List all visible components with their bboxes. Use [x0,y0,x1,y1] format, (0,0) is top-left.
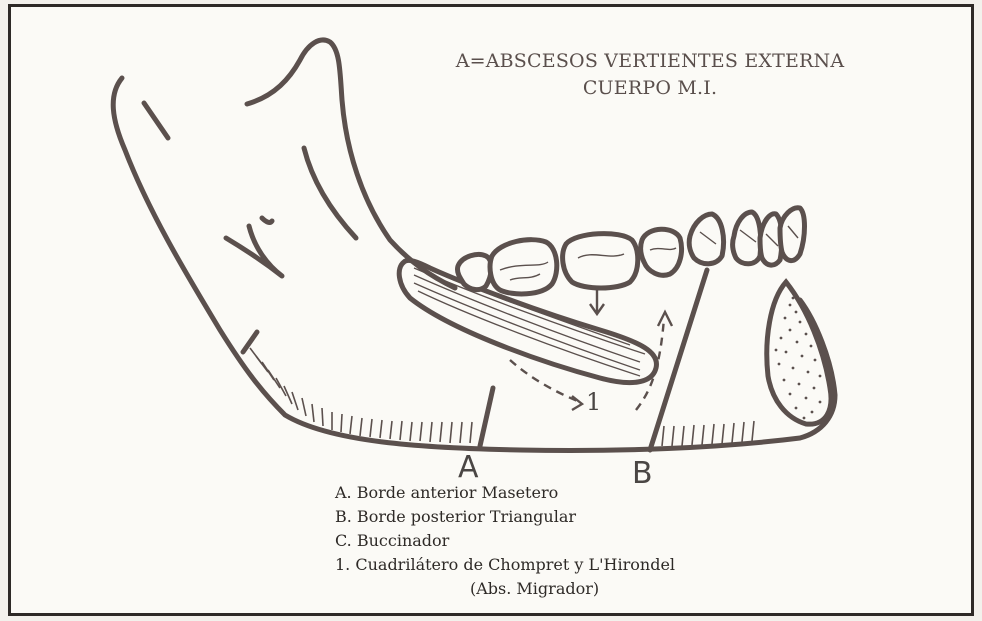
legend-item-1: 1. Cuadrilátero de Chompret y L'Hirondel [335,553,675,577]
triangular-border-line [650,270,707,450]
legend-item-1-note: (Abs. Migrador) [335,577,675,601]
marker-a: A [458,450,479,485]
molar-1 [563,234,638,288]
incisor-1 [780,208,805,261]
premolar-1 [689,214,723,264]
marker-1: 1 [586,388,601,416]
premolar-2 [641,229,682,275]
masseter-border-line [480,388,493,446]
mandibular-foramen [226,218,282,276]
title-line-2: CUERPO M.I. [420,75,880,102]
condyle-mark [144,103,168,138]
canine [733,212,761,264]
legend-item-c: C. Buccinador [335,529,675,553]
molar-3 [457,254,491,289]
arrow-head-up-icon [658,312,672,326]
arrow-head-left-icon [572,396,582,410]
oblique-line [304,148,356,238]
legend-item-a: A. Borde anterior Masetero [335,481,675,505]
diagram-title: A=ABSCESOS VERTIENTES EXTERNA CUERPO M.I… [420,48,880,102]
teeth [457,208,804,294]
legend-item-b: B. Borde posterior Triangular [335,505,675,529]
title-line-1: A=ABSCESOS VERTIENTES EXTERNA [420,48,880,75]
hatching-masseter [250,348,472,443]
molar-2 [490,240,557,294]
legend: A. Borde anterior Masetero B. Borde post… [335,481,675,601]
mental-region [767,282,831,424]
